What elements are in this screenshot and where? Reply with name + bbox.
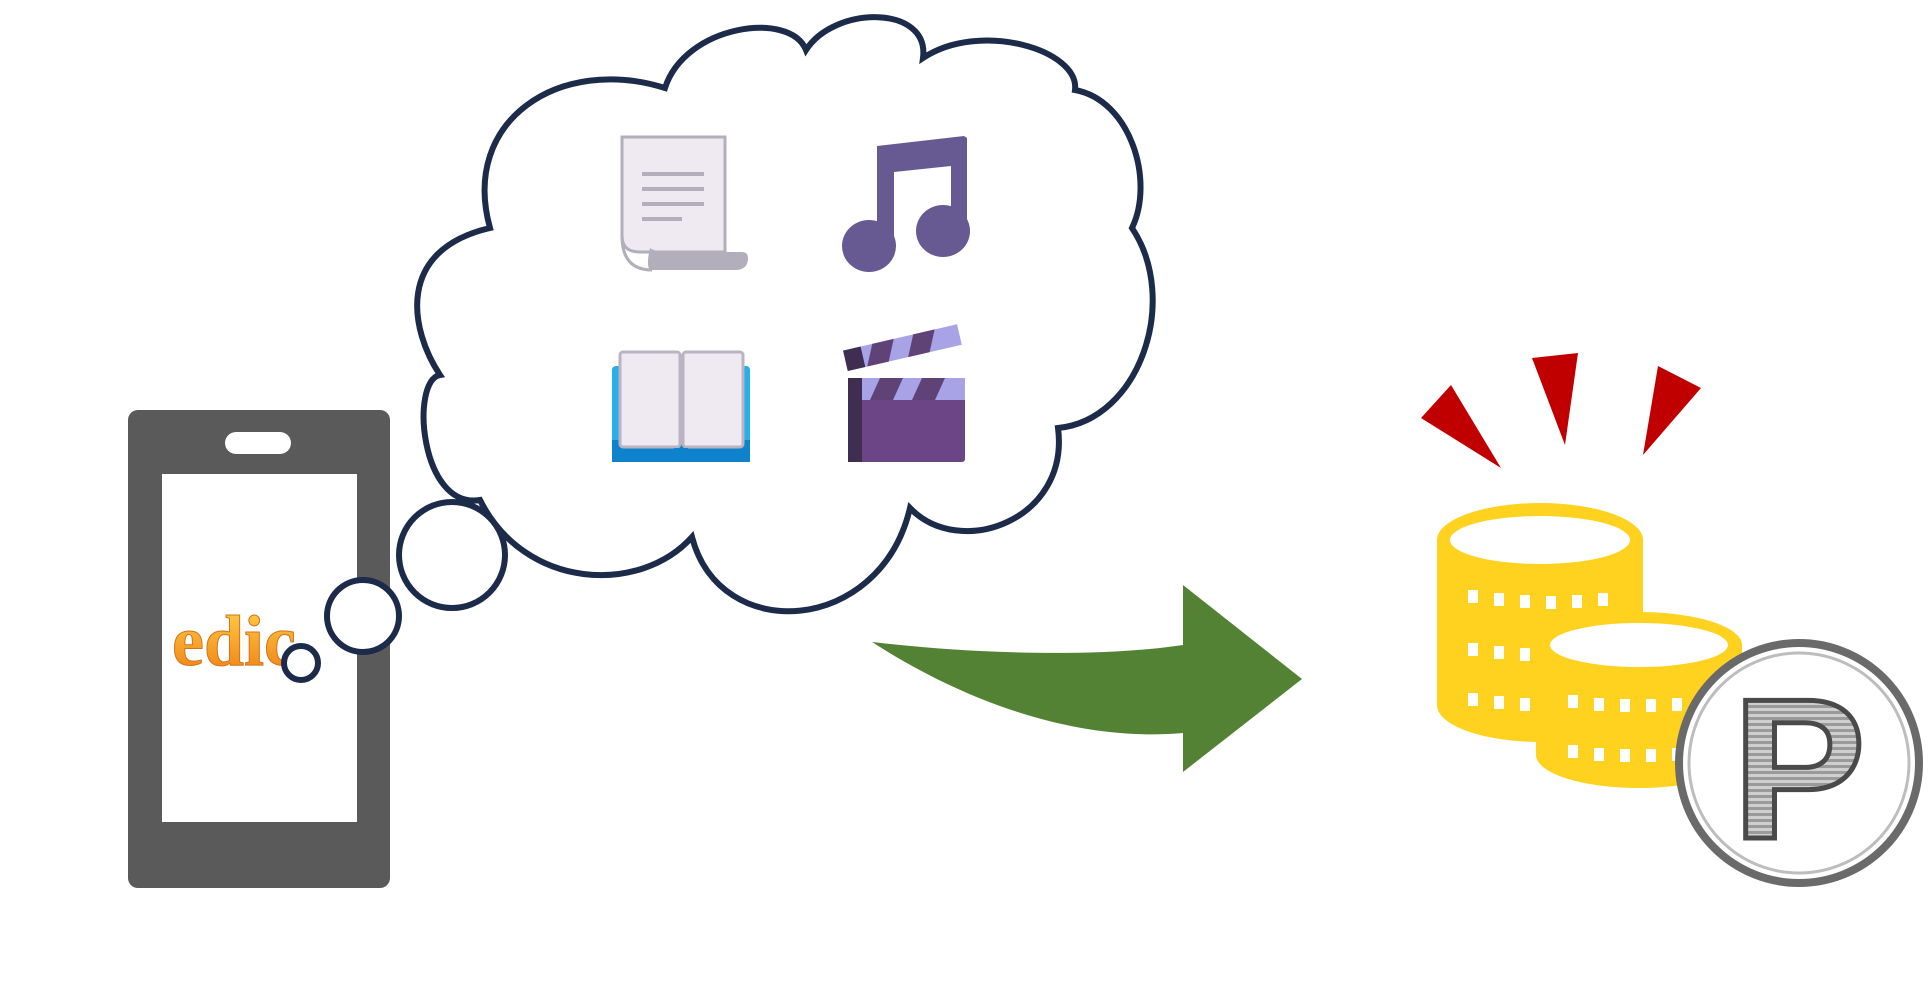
sparkle-center xyxy=(1532,353,1578,445)
smartphone: edic xyxy=(128,410,390,888)
thought-bubble-small-dot xyxy=(281,643,321,683)
sparkle-right xyxy=(1643,366,1701,455)
points-badge-letter: P xyxy=(1732,658,1865,881)
open-book-icon xyxy=(612,350,750,462)
phone-screen xyxy=(162,474,357,822)
thought-bubble-large-dot xyxy=(396,499,508,611)
sparkle-left xyxy=(1421,385,1501,468)
points-badge-ring xyxy=(1675,639,1923,887)
arrow-to-points xyxy=(872,585,1302,772)
sparkle-marks xyxy=(1421,353,1701,468)
thought-cloud xyxy=(414,14,1156,615)
points-badge: P xyxy=(1675,639,1923,887)
document-icon xyxy=(620,135,748,272)
movie-clapperboard-icon xyxy=(843,324,965,462)
thought-bubble-medium-dot xyxy=(324,577,402,655)
music-note-icon xyxy=(842,136,970,272)
thought-bubble xyxy=(281,14,1156,683)
phone-speaker xyxy=(225,432,291,454)
app-logo: edic xyxy=(172,601,296,681)
